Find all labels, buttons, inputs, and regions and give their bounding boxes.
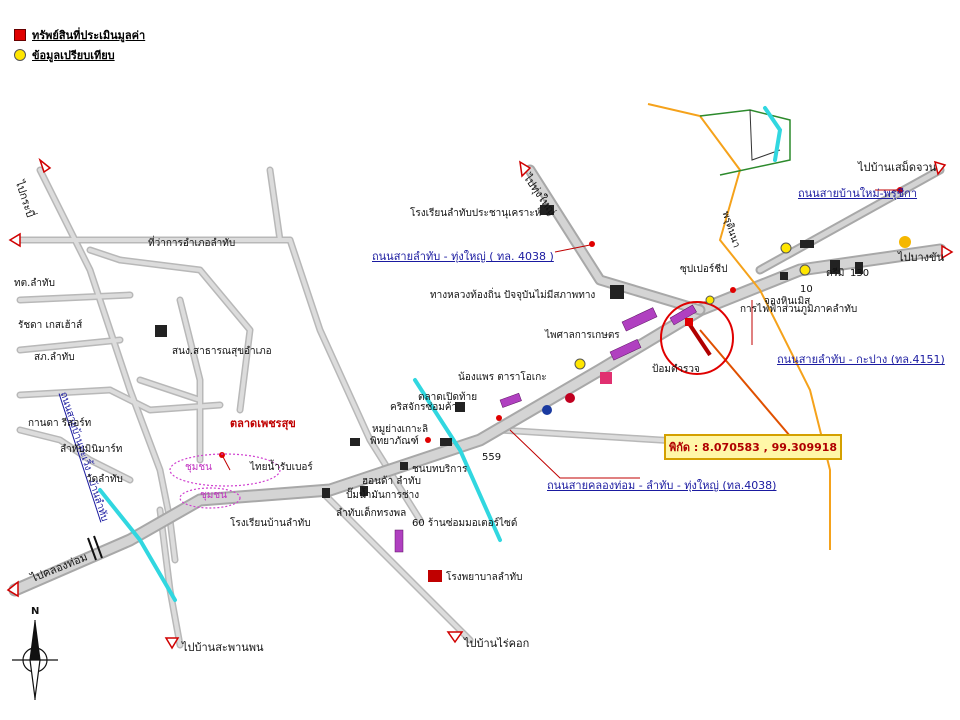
place-nong-phae: น้องแพร ตาราโอเกะ <box>458 372 547 383</box>
place-school-pracha: โรงเรียนลำทับประชานุเคราะห์ <box>410 208 542 219</box>
place-chumchon-1: ชุมชน <box>185 462 213 473</box>
green-lines <box>699 109 791 176</box>
road-label-4038-bottom: ถนนสายคลองท่อม - ลำทับ - ทุ่งใหญ่ (ทล.40… <box>547 479 777 492</box>
place-phetsuk-market: ตลาดเพชรสุข <box>230 417 296 430</box>
place-chonbot: ชนบทบริการ <box>412 464 468 475</box>
place-supply-market: ปั๊มน้ำมันการช่าง <box>346 490 420 501</box>
place-maebtap: ไทยน้ำรับเบอร์ <box>250 462 313 473</box>
shop-markers <box>394 304 697 553</box>
place-kanda: กานดา รีสอร์ท <box>28 418 92 429</box>
place-moo-yang: หมูย่างเกาะลิ <box>372 424 429 435</box>
place-phai-sala: ไพศาลการเกษตร <box>545 330 620 341</box>
place-num-130: 130 <box>850 268 870 279</box>
place-num-559: 559 <box>482 452 502 463</box>
comparison-markers <box>574 242 811 370</box>
place-talat-perdtai: ตลาดเปิดท้าย <box>418 392 478 403</box>
place-health-office: สนง.สาธารณสุขอำเภอ <box>172 346 272 357</box>
rivers <box>98 106 783 602</box>
red-dots <box>219 187 911 582</box>
place-supercheap: ซุปเปอร์ชีป <box>680 264 728 275</box>
legend-comparison-label: ข้อมูลเปรียบเทียบ <box>32 49 115 62</box>
misc-icons <box>155 205 863 498</box>
coordinate-box: พิกัด : 8.070583 , 99.309918 <box>664 434 842 460</box>
compass <box>12 620 58 700</box>
yellow-circle-icon <box>14 49 26 61</box>
place-oil-shop: ฮอนด้า ลำทับ <box>362 476 421 487</box>
place-hospital: โรงพยาบาลลำทับ <box>446 572 523 583</box>
road-label-4038-top: ถนนสายลำทับ - ทุ่งใหญ่ ( ทล. 4038 ) <box>372 250 554 263</box>
legend-comparison: ข้อมูลเปรียบเทียบ <box>14 46 115 64</box>
place-tt-lamthap: ทต.ลำทับ <box>14 278 55 289</box>
place-minimart: ลำทับมินิมาร์ท <box>60 444 123 455</box>
pointer-line <box>699 329 791 437</box>
dir-rai-khok: ไปบ้านไร่คอก <box>464 637 530 650</box>
place-kaya: จองหินเมิส <box>764 296 811 307</box>
compass-north-label: N <box>31 606 40 617</box>
place-old-road: ทางหลวงท้องถิ่น ปัจจุบันไม่มีสภาพทาง <box>430 290 596 301</box>
place-police-box: ป้อมตำรวจ <box>652 364 700 375</box>
legend-appraised-label: ทรัพย์สินที่ประเมินมูลค่า <box>32 29 146 42</box>
property-circle <box>660 301 734 375</box>
place-electric-office: การไฟฟ้าส่วนภูมิภาคลำทับ <box>740 304 858 315</box>
direction-arrows <box>6 157 954 650</box>
place-trio: ตรีมิ <box>826 268 845 279</box>
main-road <box>8 164 947 597</box>
dir-saphan-phon: ไปบ้านสะพานพน <box>182 641 264 654</box>
place-khrisak: คริสจักรซ่อมค้า <box>390 402 458 413</box>
road-label-4151: ถนนสายลำทับ - กะปาง (ทล.4151) <box>777 353 945 366</box>
place-num-10: 10 <box>800 284 813 295</box>
place-motor-shop: 60 ร้านซ่อมมอเตอร์ไซด์ <box>412 518 518 529</box>
place-wat-lamthap: วัดลำทับ <box>86 474 123 485</box>
dir-bang-khan: ไปบางขัน <box>898 251 945 264</box>
place-sor-lamthap: สภ.ลำทับ <box>34 352 75 363</box>
road-label-banmai: ถนนสายบ้านใหม่-พรุชีกา <box>798 187 918 200</box>
place-chumchon-2: ชุมชน <box>200 490 228 501</box>
place-phitak: พิทยาภัณฑ์ <box>370 436 419 447</box>
place-lamthap-kid: ลำทับเด็กทรงพล <box>336 508 407 519</box>
dir-samet-chuan: ไปบ้านเสม็ดจวน <box>858 161 937 174</box>
place-rachata: รัชดา เกสเฮ้าส์ <box>18 320 83 331</box>
place-district-office: ที่ว่าการอำเภอลำทับ <box>148 238 236 249</box>
red-square-icon <box>14 29 26 41</box>
place-school-lamthap: โรงเรียนบ้านลำทับ <box>230 518 311 529</box>
legend-appraised: ทรัพย์สินที่ประเมินมูลค่า <box>14 26 145 44</box>
